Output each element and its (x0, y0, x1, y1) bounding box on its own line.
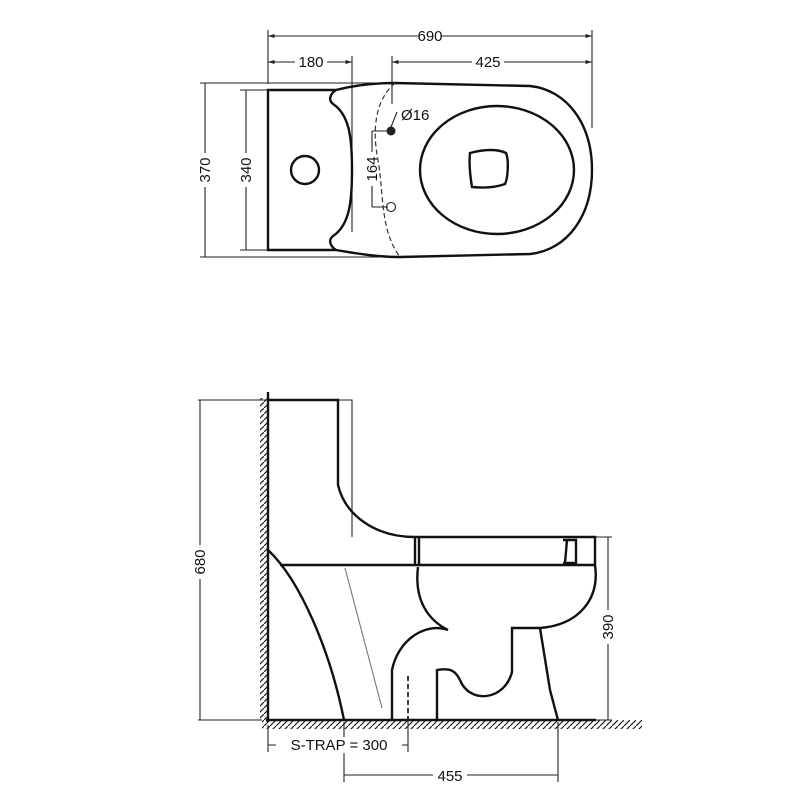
label-s-trap: S-TRAP = 300 (291, 737, 388, 754)
label-hole-diameter: Ø16 (401, 107, 429, 124)
trap-curve (390, 566, 449, 720)
internal-dashed (344, 567, 383, 709)
label-425: 425 (475, 54, 500, 71)
top-view: 690 180 425 370 340 164 Ø16 (197, 28, 594, 259)
label-370: 370 (197, 157, 214, 182)
label-680: 680 (192, 549, 209, 574)
label-390: 390 (600, 614, 617, 639)
seat-lid (413, 535, 597, 565)
label-164: 164 (364, 156, 381, 181)
side-view: 680 390 S-TRAP = 300 455 (192, 392, 642, 785)
bowl-front (435, 564, 597, 720)
label-690: 690 (417, 28, 442, 45)
seat-hole-2 (385, 201, 397, 213)
tank-outline (266, 88, 354, 252)
base-back (267, 549, 346, 721)
base-front (538, 627, 560, 721)
tank-junction-dashed (374, 82, 401, 258)
label-180: 180 (298, 54, 323, 71)
bowl-rim (418, 104, 576, 236)
seat-hole-1 (386, 126, 396, 136)
floor-hatch (262, 720, 642, 729)
label-340: 340 (238, 157, 255, 182)
wall-hatch (260, 398, 268, 720)
drain-opening (468, 148, 509, 189)
label-455: 455 (437, 768, 462, 785)
bowl-outline (335, 81, 594, 259)
tank-side (268, 398, 416, 539)
flush-hole (289, 154, 321, 186)
